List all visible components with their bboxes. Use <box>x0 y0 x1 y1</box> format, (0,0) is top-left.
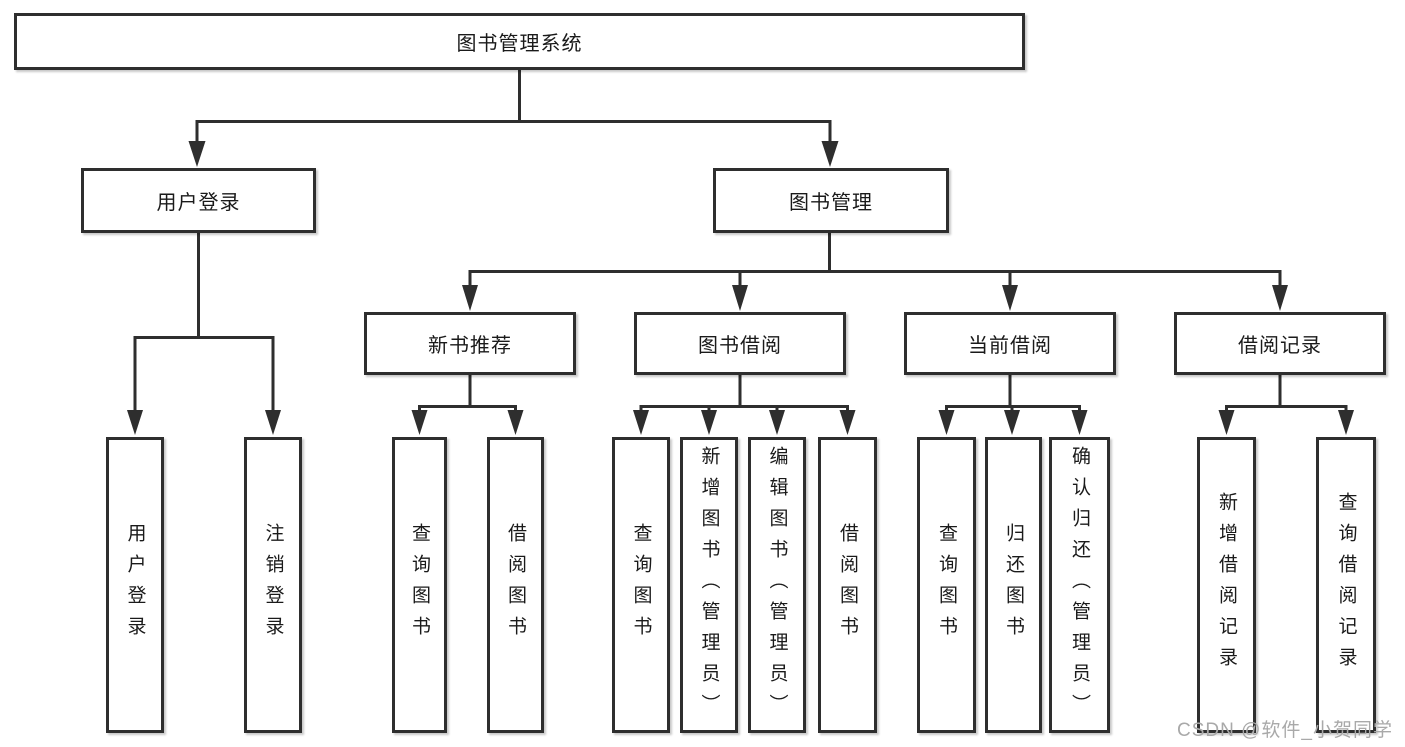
leaf-query-books-current: 查询图书 <box>917 437 976 733</box>
arrowhead <box>821 141 839 167</box>
leaf-query-books-borrowing-label: 查询图书 <box>630 523 652 647</box>
arrowhead <box>1071 410 1088 435</box>
arrowhead <box>769 410 785 435</box>
arrowhead <box>1218 410 1235 435</box>
node-user-login: 用户登录 <box>81 168 316 233</box>
arrowhead <box>1338 410 1354 435</box>
node-user-login-label: 用户登录 <box>156 192 241 214</box>
node-new-book-recommend-label: 新书推荐 <box>428 335 512 357</box>
connector-level2-branch <box>195 120 832 144</box>
arrowhead <box>633 410 649 435</box>
connector-user-login-branch <box>133 336 275 412</box>
leaf-edit-books-admin: 编辑图书（管理员） <box>748 437 806 733</box>
leaf-return-books-label: 归还图书 <box>1003 523 1024 647</box>
node-new-book-recommend: 新书推荐 <box>364 312 576 375</box>
node-book-management: 图书管理 <box>713 168 949 233</box>
node-book-borrowing-label: 图书借阅 <box>698 335 782 357</box>
node-root: 图书管理系统 <box>14 13 1025 70</box>
connector-level3-branch <box>468 270 1282 287</box>
leaf-logout: 注销登录 <box>244 437 302 733</box>
leaf-logout-label: 注销登录 <box>262 523 284 647</box>
leaf-borrow-books-label: 借阅图书 <box>837 523 858 647</box>
connector-borrowing-branch <box>639 405 849 412</box>
arrowhead <box>1272 285 1288 311</box>
node-borrowing-records-label: 借阅记录 <box>1238 335 1322 357</box>
leaf-borrow-books-recommend-label: 借阅图书 <box>505 523 526 647</box>
arrowhead <box>938 410 955 435</box>
leaf-user-login-label: 用户登录 <box>124 523 146 647</box>
leaf-query-borrow-record-label: 查询借阅记录 <box>1335 492 1357 678</box>
leaf-query-books-borrowing: 查询图书 <box>612 437 670 733</box>
arrowhead <box>507 410 524 435</box>
leaf-confirm-return-admin-label: 确认归还（管理员） <box>1069 445 1090 725</box>
leaf-confirm-return-admin: 确认归还（管理员） <box>1049 437 1110 733</box>
node-book-borrowing: 图书借阅 <box>634 312 846 375</box>
leaf-edit-books-admin-label: 编辑图书（管理员） <box>766 445 788 725</box>
leaf-borrow-books: 借阅图书 <box>818 437 877 733</box>
node-current-borrowing-label: 当前借阅 <box>968 335 1052 357</box>
leaf-return-books: 归还图书 <box>985 437 1042 733</box>
arrowhead <box>1004 410 1020 435</box>
leaf-query-books-recommend-label: 查询图书 <box>409 523 430 647</box>
arrowhead <box>188 141 206 167</box>
leaf-query-borrow-record: 查询借阅记录 <box>1316 437 1376 733</box>
leaf-add-borrow-record: 新增借阅记录 <box>1197 437 1256 733</box>
leaf-add-books-admin: 新增图书（管理员） <box>680 437 738 733</box>
leaf-user-login: 用户登录 <box>106 437 164 733</box>
node-book-management-label: 图书管理 <box>789 192 873 214</box>
arrowhead <box>462 285 478 311</box>
node-current-borrowing: 当前借阅 <box>904 312 1116 375</box>
connector-records-branch <box>1225 405 1348 412</box>
node-borrowing-records: 借阅记录 <box>1174 312 1386 375</box>
leaf-add-books-admin-label: 新增图书（管理员） <box>698 445 720 725</box>
leaf-borrow-books-recommend: 借阅图书 <box>487 437 544 733</box>
leaf-add-borrow-record-label: 新增借阅记录 <box>1216 492 1237 678</box>
watermark: CSDN @软件_小贺同学 <box>1177 720 1393 741</box>
arrowhead <box>411 410 428 435</box>
arrowhead <box>127 410 143 435</box>
connector-recommend-branch <box>418 405 517 412</box>
arrowhead <box>839 410 856 435</box>
arrowhead <box>701 410 717 435</box>
leaf-query-books-current-label: 查询图书 <box>936 523 957 647</box>
arrowhead <box>732 285 748 311</box>
arrowhead <box>265 410 281 435</box>
node-root-label: 图书管理系统 <box>456 33 583 55</box>
arrowhead <box>1002 285 1018 311</box>
leaf-query-books-recommend: 查询图书 <box>392 437 447 733</box>
